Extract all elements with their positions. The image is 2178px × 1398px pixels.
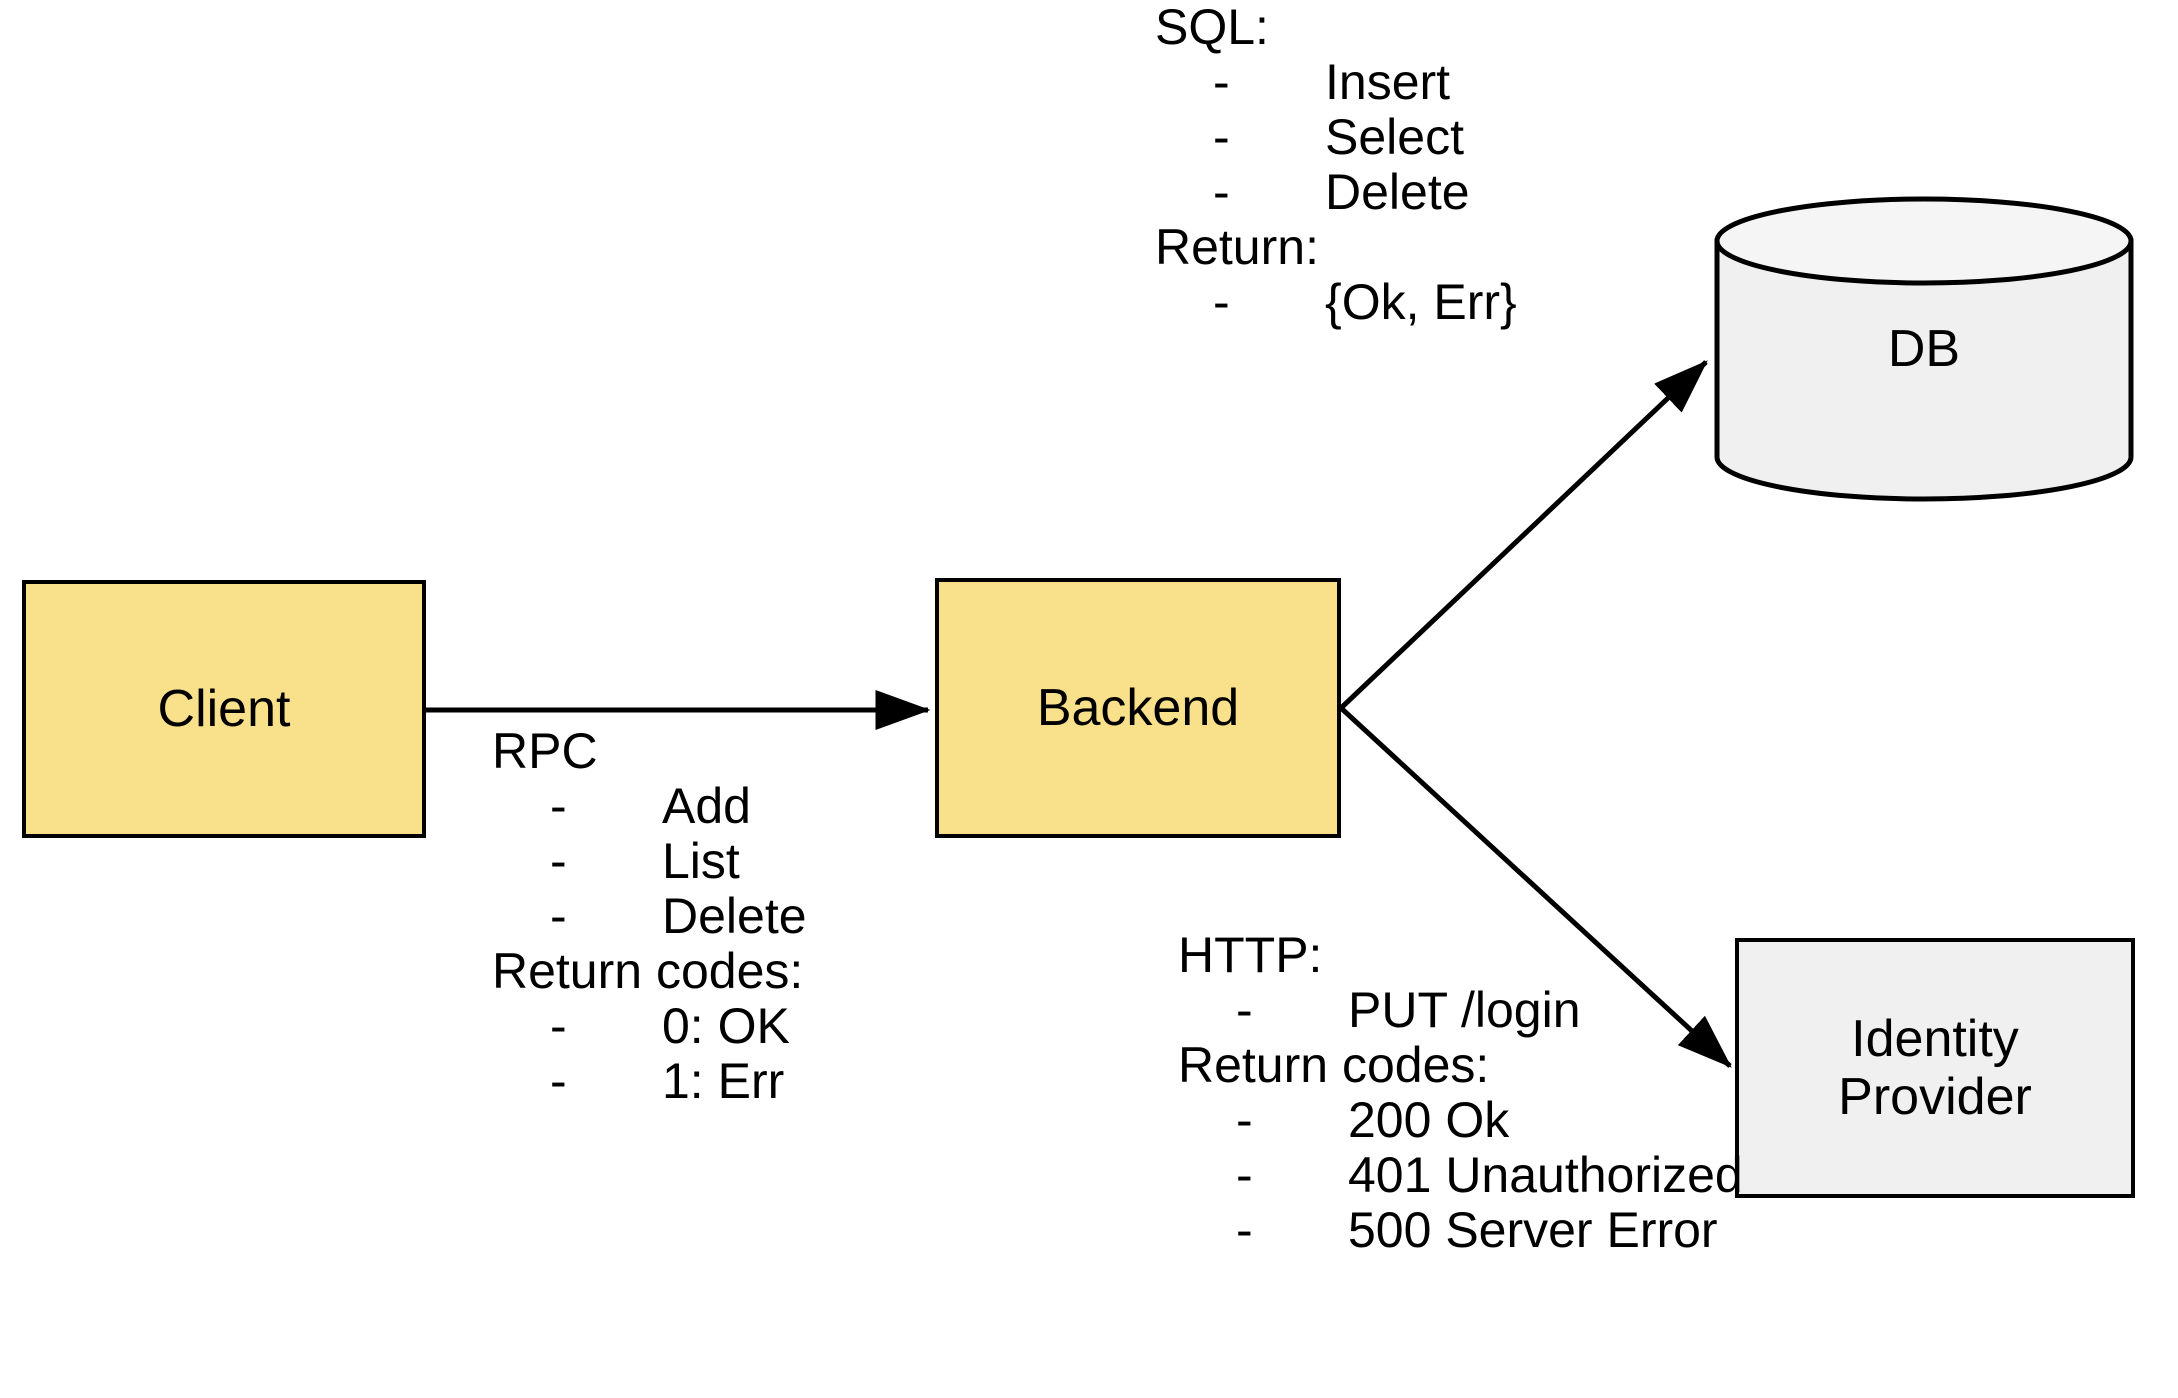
rpc-operation-item: - List	[492, 834, 807, 889]
node-identity-provider-label: Identity Provider	[1838, 1009, 2032, 1126]
node-backend[interactable]: Backend	[935, 578, 1341, 838]
bullet-dash-icon: -	[550, 998, 567, 1054]
http-return-item: - 200 Ok	[1178, 1093, 1743, 1148]
rpc-operation-label: Delete	[662, 888, 807, 944]
rpc-operation-label: Add	[662, 778, 751, 834]
http-header: HTTP:	[1178, 927, 1323, 983]
sql-return-header: Return:	[1155, 219, 1319, 275]
annotation-http: HTTP: - PUT /login Return codes: - 200 O…	[1178, 928, 1743, 1258]
node-backend-label: Backend	[1036, 678, 1240, 737]
sql-return-item: - {Ok, Err}	[1155, 275, 1517, 330]
bullet-dash-icon: -	[1236, 1092, 1253, 1148]
http-return-header: Return codes:	[1178, 1037, 1490, 1093]
rpc-operation-item: - Delete	[492, 889, 807, 944]
bullet-dash-icon: -	[1213, 109, 1230, 165]
rpc-return-header: Return codes:	[492, 943, 804, 999]
annotation-rpc: RPC - Add - List - Delete Return codes: …	[492, 724, 807, 1109]
node-db[interactable]: DB	[1712, 196, 2136, 502]
http-operation-label: PUT /login	[1348, 982, 1581, 1038]
sql-operation-label: Insert	[1325, 54, 1451, 110]
http-return-item: - 401 Unauthorized	[1178, 1148, 1743, 1203]
http-return-label: 500 Server Error	[1348, 1202, 1718, 1258]
rpc-header: RPC	[492, 723, 598, 779]
sql-return-label: {Ok, Err}	[1325, 274, 1517, 330]
node-client[interactable]: Client	[22, 580, 426, 838]
bullet-dash-icon: -	[1236, 1147, 1253, 1203]
sql-header: SQL:	[1155, 0, 1269, 55]
sql-operation-item: - Delete	[1155, 165, 1517, 220]
node-client-label: Client	[157, 679, 291, 738]
database-cylinder-icon	[1714, 196, 2134, 502]
rpc-return-item: - 0: OK	[492, 999, 807, 1054]
sql-operation-label: Select	[1325, 109, 1464, 165]
rpc-return-label: 0: OK	[662, 998, 790, 1054]
http-return-label: 401 Unauthorized	[1348, 1147, 1743, 1203]
sql-operation-label: Delete	[1325, 164, 1470, 220]
bullet-dash-icon: -	[550, 1053, 567, 1109]
bullet-dash-icon: -	[1213, 164, 1230, 220]
node-identity-provider[interactable]: Identity Provider	[1735, 938, 2135, 1198]
http-operation-item: - PUT /login	[1178, 983, 1743, 1038]
bullet-dash-icon: -	[1236, 982, 1253, 1038]
bullet-dash-icon: -	[550, 833, 567, 889]
sql-operation-item: - Insert	[1155, 55, 1517, 110]
bullet-dash-icon: -	[550, 888, 567, 944]
rpc-operation-item: - Add	[492, 779, 807, 834]
http-return-item: - 500 Server Error	[1178, 1203, 1743, 1258]
annotation-sql: SQL: - Insert - Select - Delete Return: …	[1155, 0, 1517, 330]
edge-backend-to-db	[1339, 360, 1708, 710]
rpc-operation-label: List	[662, 833, 740, 889]
rpc-return-label: 1: Err	[662, 1053, 785, 1109]
sql-operation-item: - Select	[1155, 110, 1517, 165]
http-return-label: 200 Ok	[1348, 1092, 1510, 1148]
bullet-dash-icon: -	[1213, 54, 1230, 110]
rpc-return-item: - 1: Err	[492, 1054, 807, 1109]
bullet-dash-icon: -	[550, 778, 567, 834]
bullet-dash-icon: -	[1213, 274, 1230, 330]
bullet-dash-icon: -	[1236, 1202, 1253, 1258]
